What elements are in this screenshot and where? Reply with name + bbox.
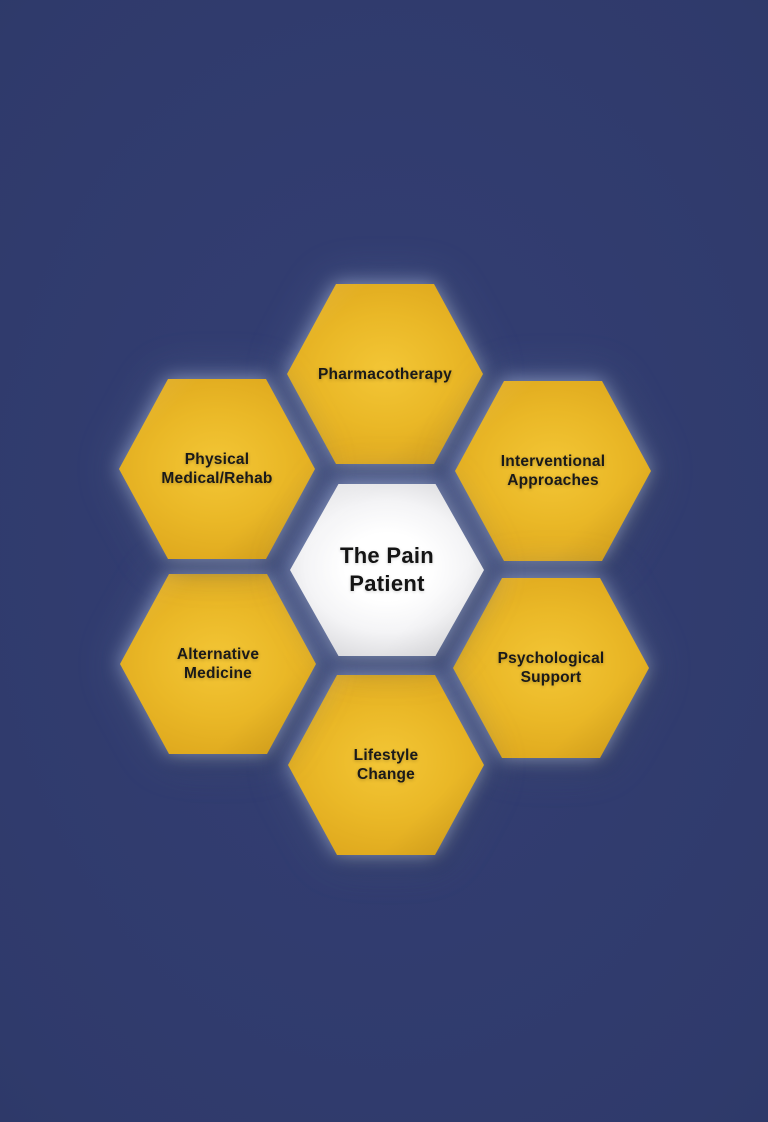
hexagon-pharmacotherapy: Pharmacotherapy <box>287 284 483 464</box>
hexagon-label-pharmacotherapy: Pharmacotherapy <box>318 365 452 383</box>
hexagon-shape: Pharmacotherapy <box>287 284 483 464</box>
